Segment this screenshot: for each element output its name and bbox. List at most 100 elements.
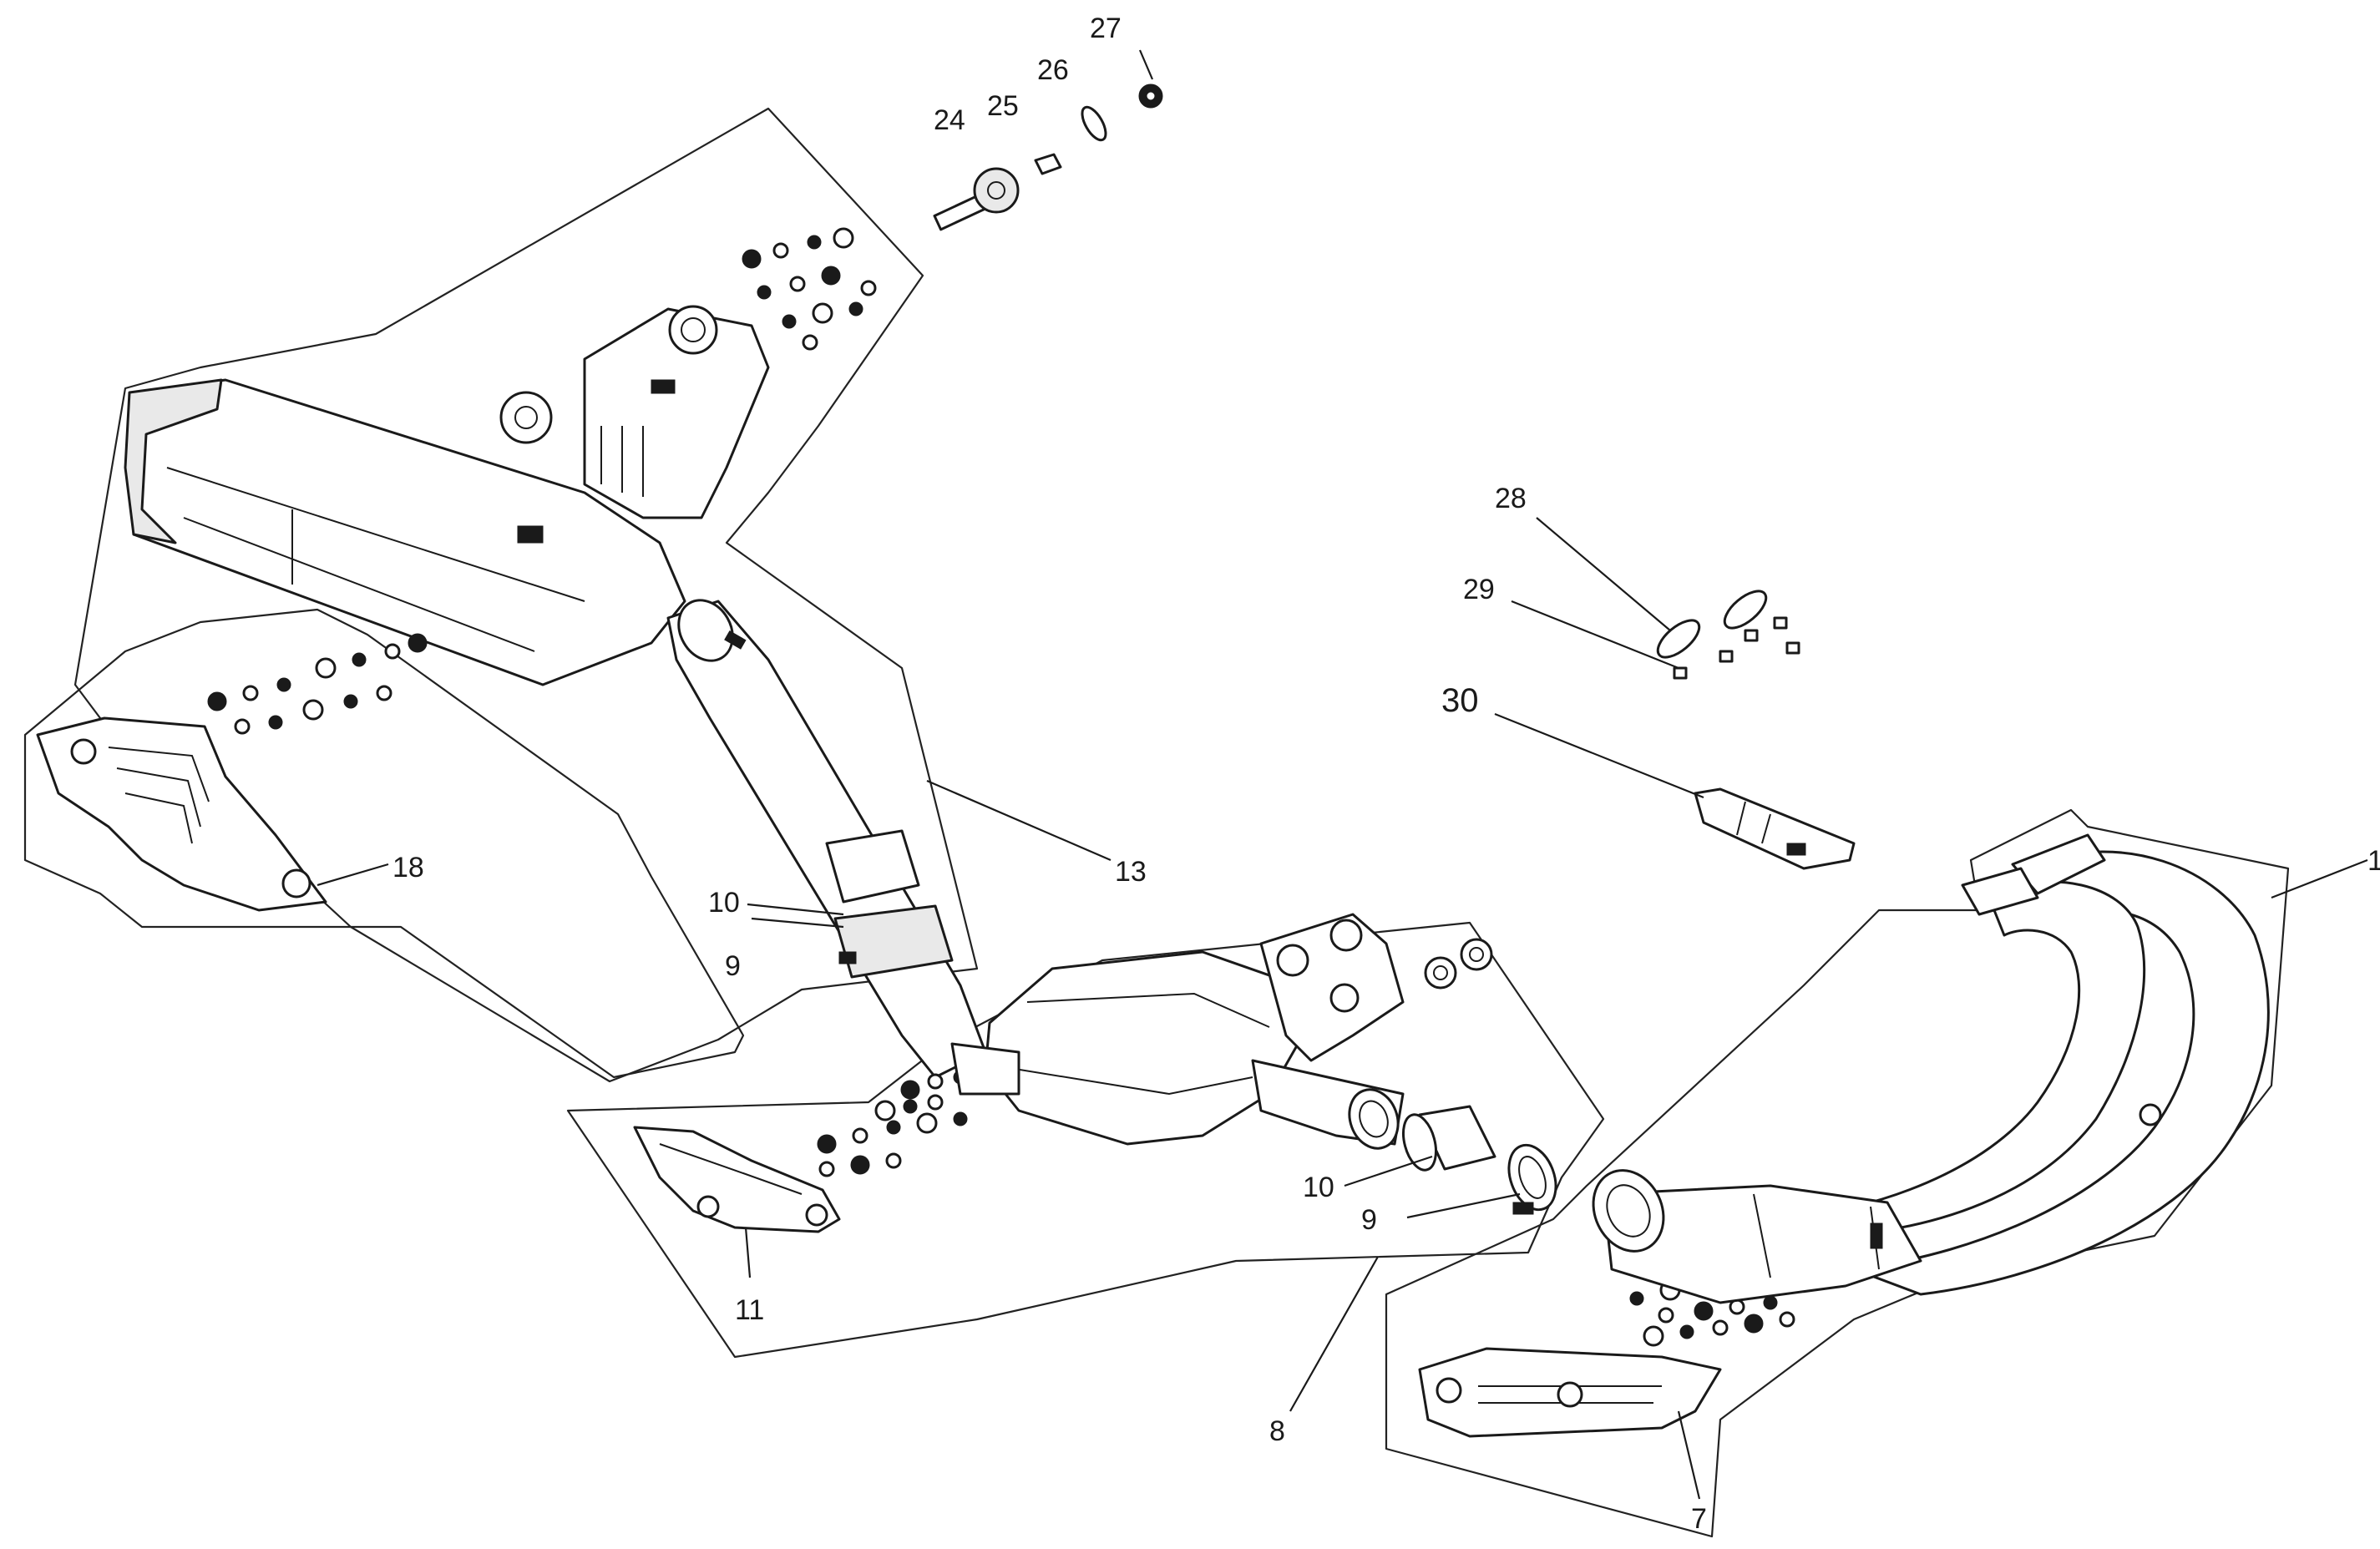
- nut-29: [1773, 616, 1788, 630]
- muffler-body: [124, 305, 987, 1079]
- fastener: [1643, 1325, 1664, 1347]
- leader-9b: [1406, 1192, 1521, 1219]
- header-bung: [2139, 1103, 2162, 1126]
- fastener: [772, 242, 789, 259]
- header-flange: [1961, 867, 2039, 916]
- leader-9a: [751, 917, 844, 929]
- heat-shield-7: [1418, 1347, 1722, 1438]
- rubber-mount-hole: [514, 406, 538, 429]
- fastener: [315, 657, 337, 679]
- fastener: [848, 301, 863, 316]
- callout-10b: 10: [1303, 1172, 1334, 1203]
- oxygen-sensor-thread: [1736, 801, 1746, 836]
- heat-shield-18: [36, 716, 327, 912]
- fastener: [833, 227, 854, 249]
- clamp-9-lower-bolt: [1512, 1202, 1534, 1215]
- fastener: [885, 1152, 902, 1169]
- grommet-hole: [1469, 947, 1484, 962]
- heat-shield-18-bolt-hole: [70, 738, 97, 765]
- callout-labels: 1 7 8 9 9 10 10 11 13 18 24 25 26 27 28 …: [392, 13, 2380, 1535]
- heat-shield-7-bolt-hole: [1436, 1377, 1462, 1404]
- outline-heatshield-18-group: [23, 608, 745, 1079]
- header-collector-inner: [1606, 1184, 1651, 1238]
- clamp-9-lower-inner: [1518, 1156, 1547, 1199]
- leader-7: [1677, 1410, 1701, 1500]
- fastener: [821, 266, 841, 286]
- fastener: [1658, 1307, 1674, 1324]
- gasket-28-second: [1723, 590, 1768, 630]
- fastener: [852, 1127, 868, 1144]
- fastener: [953, 1111, 968, 1126]
- callout-29: 29: [1463, 574, 1495, 605]
- nut-27-hole: [1144, 89, 1157, 103]
- fastener: [1694, 1301, 1714, 1321]
- fastener: [782, 314, 797, 329]
- fastener: [1629, 1291, 1644, 1306]
- fastener: [860, 280, 877, 296]
- mount-plate-hole: [1329, 919, 1363, 952]
- callout-27: 27: [1090, 13, 1122, 44]
- fastener: [757, 285, 772, 300]
- catalyst-inlet-pipe: [950, 1042, 1020, 1096]
- muffler-seam-line: [166, 467, 585, 602]
- fastener: [802, 334, 818, 351]
- gaskets-and-sensor: [1656, 590, 1856, 870]
- group-outlines: [23, 107, 2290, 1538]
- heat-shield-11: [633, 1126, 841, 1233]
- rubber-mount: [499, 391, 553, 444]
- fastener: [302, 699, 324, 721]
- fastener: [384, 643, 401, 660]
- grommet: [1460, 938, 1493, 971]
- leader-30: [1494, 712, 1704, 799]
- callout-11: 11: [735, 1294, 764, 1326]
- nut-29: [1673, 666, 1688, 680]
- sleeve-and-clamp-lower: [1402, 1105, 1557, 1215]
- fastener: [276, 677, 291, 692]
- fastener: [1712, 1319, 1729, 1336]
- bracket-slot: [651, 379, 676, 394]
- callout-24: 24: [934, 104, 965, 136]
- grommet-hole: [1433, 965, 1448, 980]
- oxygen-sensor-30: [1694, 787, 1856, 870]
- fastener: [1763, 1295, 1778, 1310]
- heat-shield-18-bolt-hole: [281, 868, 311, 899]
- catalyst-box: [950, 913, 1405, 1150]
- gasket-28: [1656, 619, 1701, 659]
- leader-10b: [1344, 1155, 1433, 1187]
- oxygen-sensor-hex: [1786, 843, 1806, 856]
- fastener: [352, 652, 367, 667]
- callout-30: 30: [1441, 682, 1479, 719]
- heat-shield-11-bolt-hole: [696, 1195, 720, 1218]
- muffler-end-cap: [124, 378, 223, 544]
- heat-shield-11-bolt-hole: [805, 1203, 828, 1227]
- callout-9a: 9: [725, 950, 741, 982]
- header-pipe-outer: [1852, 850, 2270, 1296]
- link-pipe-sleeve: [825, 829, 920, 904]
- leader-11: [744, 1227, 752, 1278]
- nut-29: [1719, 650, 1734, 663]
- callout-7: 7: [1691, 1503, 1707, 1535]
- fastener: [1779, 1311, 1795, 1328]
- callout-25: 25: [987, 90, 1019, 122]
- heat-shield-18-rib: [124, 792, 193, 844]
- grommet: [1424, 956, 1457, 990]
- fastener: [1679, 1324, 1694, 1339]
- fastener: [268, 715, 283, 730]
- nut-29: [1744, 629, 1759, 642]
- fastener: [916, 1112, 938, 1134]
- bracket-grommet-hole: [681, 317, 706, 342]
- heat-shield-18-rib: [116, 767, 201, 828]
- fastener: [818, 1161, 835, 1177]
- fasteners: [207, 227, 1795, 1347]
- outline-header-group: [1385, 808, 2290, 1538]
- fastener: [408, 633, 428, 653]
- callout-28: 28: [1495, 483, 1527, 514]
- fastener: [874, 1100, 896, 1121]
- heat-shield-7-bolt-hole: [1557, 1381, 1583, 1408]
- sleeve-10-lower-end: [1402, 1113, 1437, 1172]
- leader-8: [1289, 1256, 1379, 1412]
- muffler-link-pipe: [666, 600, 987, 1079]
- header-sensor-boss: [1870, 1222, 1883, 1249]
- fastener: [817, 1134, 837, 1154]
- mount-plate-hole: [1276, 944, 1309, 977]
